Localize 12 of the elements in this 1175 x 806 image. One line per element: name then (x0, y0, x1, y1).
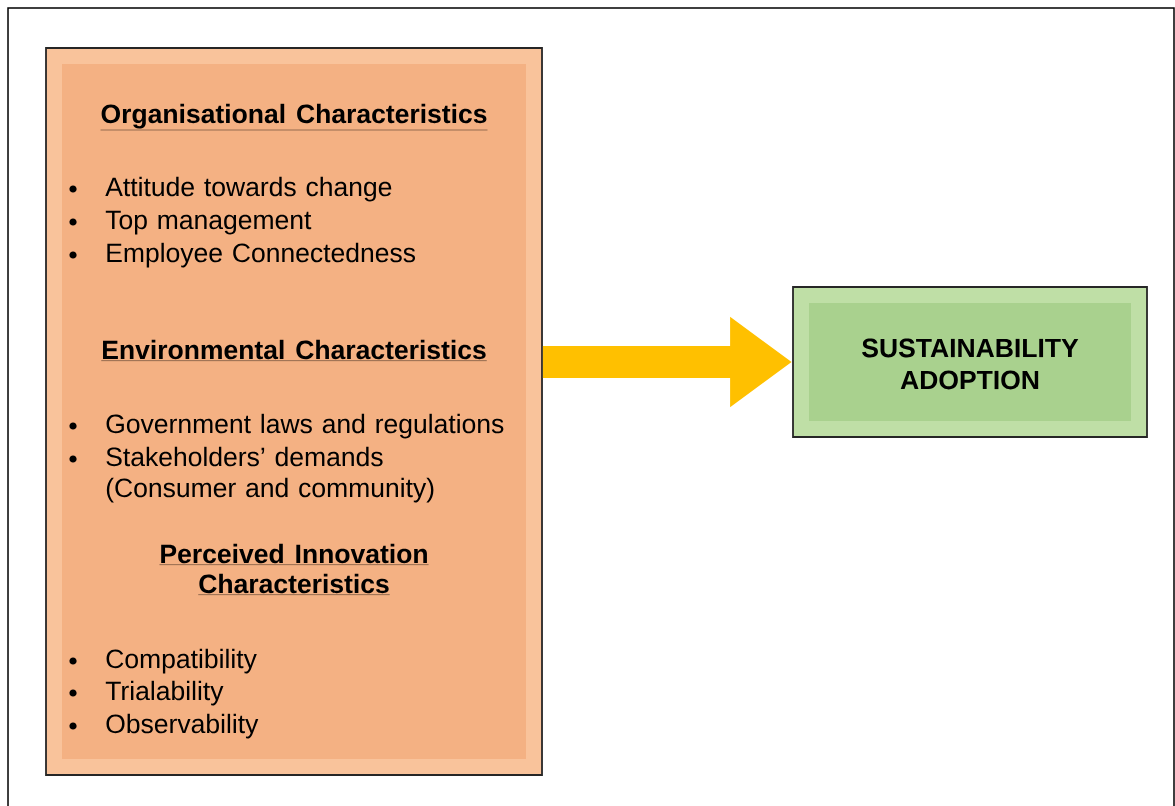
bullet-text: Observability (106, 713, 259, 739)
box-label: SUSTAINABILITY ADOPTION (862, 338, 1079, 390)
bullet-text: Stakeholders’ demands (Consumer and community) (106, 446, 434, 503)
bullet-text: Government laws and regulations (106, 413, 504, 439)
bullet-text: Compatibility (106, 648, 257, 674)
bullet-text: Top management (105, 210, 312, 235)
bullet-text: Attitude towards change (105, 176, 392, 202)
heading: Organisational Characteristics (100, 103, 488, 131)
heading: Environmental Characteristics (101, 339, 487, 361)
bullet-text: Trialability (105, 680, 224, 706)
heading: Perceived Innovation Characteristics (159, 543, 429, 595)
bullet-text: Employee Connectedness (107, 242, 415, 268)
